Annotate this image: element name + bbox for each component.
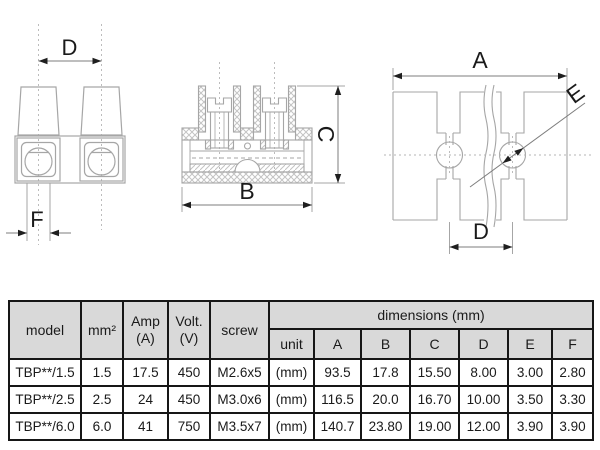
top-view-drawing: A D E [384,47,592,254]
spec-cell: 23.80 [360,412,411,441]
spec-cell: M3.5x7 [209,412,270,441]
spec-cell: 17.5 [122,358,169,387]
spec-cell: M3.0x6 [209,385,270,414]
screw-left [206,97,233,149]
wire-entry-left [16,137,61,182]
dimension-C-section [297,85,345,184]
front-view-drawing: D F [6,24,126,245]
spec-cell: 41 [122,412,169,441]
col-header-amp-line1: Amp [131,313,160,329]
spec-cell: 12.00 [458,412,509,441]
spec-cell: 450 [167,385,211,414]
subheader-C: C [409,328,460,360]
spec-cell: 16.70 [409,385,460,414]
subheader-A: A [313,328,362,360]
section-bottom-strip [181,171,313,184]
dimension-D-top [449,222,513,254]
dimension-D-front [38,57,102,65]
mounting-hole-right [498,141,527,169]
spec-cell: 140.7 [313,412,362,441]
spec-table: model mm² Amp (A) Volt. (V) screw dimens… [8,300,594,441]
col-header-model: model [8,300,82,360]
spec-row-tbp-6_0: TBP**/6.0 6.0 41 750 M3.5x7 (mm) 140.7 2… [8,412,594,441]
subheader-E: E [507,328,553,360]
dimension-A-top [392,68,568,90]
dim-label-B-section: B [239,178,254,204]
wire-entry-right [79,137,124,182]
spec-cell: 10.00 [458,385,509,414]
dim-label-E-top: E [561,79,589,109]
dim-label-A-top: A [472,47,488,73]
spec-cell: M2.6x5 [209,358,270,387]
col-header-volt-line1: Volt. [175,313,203,329]
dim-label-C-section: C [313,126,339,143]
spec-cell: TBP**/6.0 [8,412,82,441]
subheader-F: F [551,328,594,360]
col-header-screw: screw [209,300,270,360]
spec-cell: 750 [167,412,211,441]
subheader-D: D [458,328,509,360]
spec-cell: 93.5 [313,358,362,387]
spec-cell: 1.5 [80,358,124,387]
dimension-F-front [6,183,71,241]
spec-cell: 17.8 [360,358,411,387]
dim-label-F-front: F [30,207,43,232]
spec-cell: TBP**/2.5 [8,385,82,414]
spec-cell: 116.5 [313,385,362,414]
spec-cell: (mm) [268,385,315,414]
col-header-volt-line2: (V) [179,330,199,346]
spec-cell: (mm) [268,358,315,387]
subheader-B: B [360,328,411,360]
spec-cell: 24 [122,385,169,414]
spec-cell: 3.90 [507,412,553,441]
spec-cell: 3.90 [551,412,594,441]
spec-table-container: model mm² Amp (A) Volt. (V) screw dimens… [8,300,594,441]
break-lines [483,84,497,228]
spec-row-tbp-2_5: TBP**/2.5 2.5 24 450 M3.0x6 (mm) 116.5 2… [8,385,594,414]
spec-cell: 15.50 [409,358,460,387]
top-view-body [392,91,568,221]
spec-cell: 3.30 [551,385,594,414]
spec-cell: 450 [167,358,211,387]
spec-cell: 19.00 [409,412,460,441]
spec-cell: (mm) [268,412,315,441]
wire-tower-right [80,86,123,136]
col-header-dimensions: dimensions (mm) [268,300,594,330]
spec-cell: 3.00 [507,358,553,387]
col-header-wire-section: mm² [80,300,124,360]
dim-label-D-front: D [62,35,78,60]
wire-tower-left [17,86,60,136]
technical-drawings: D F [6,24,592,254]
spec-cell: 2.80 [551,358,594,387]
section-tower-walls [197,85,297,133]
subheader-unit: unit [268,328,315,360]
spec-cell: 6.0 [80,412,124,441]
spec-cell: 8.00 [458,358,509,387]
dimension-B-section [181,187,313,212]
spec-cell: 2.5 [80,385,124,414]
spec-cell: 20.0 [360,385,411,414]
col-header-amp-line2: (A) [136,330,155,346]
dim-label-D-top: D [473,219,489,244]
dimension-E-top [469,102,586,188]
spec-cell: 3.50 [507,385,553,414]
section-view-centerlines [219,62,275,170]
col-header-volt: Volt. (V) [167,300,211,360]
section-clamp-blocks [204,139,290,150]
section-body [181,139,313,173]
front-body [14,135,126,184]
section-view-drawing: B C [181,62,345,212]
col-header-amp: Amp (A) [122,300,169,360]
spec-cell: TBP**/1.5 [8,358,82,387]
spec-row-tbp-1_5: TBP**/1.5 1.5 17.5 450 M2.6x5 (mm) 93.5 … [8,358,594,387]
screw-right [261,97,288,149]
top-view-centerlines [384,136,592,174]
